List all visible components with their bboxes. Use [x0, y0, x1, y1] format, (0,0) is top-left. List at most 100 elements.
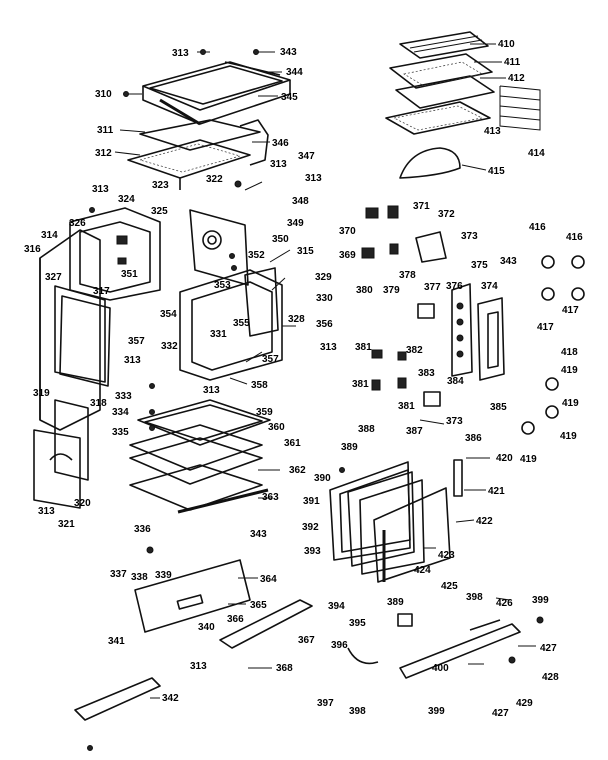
callout: 356	[316, 319, 333, 330]
callout: 360	[268, 422, 285, 433]
callout: 380	[356, 285, 373, 296]
callout: 315	[297, 246, 314, 257]
callout: 382	[406, 345, 423, 356]
drawer-bar	[219, 599, 313, 649]
callout: 349	[287, 218, 304, 229]
callout: 314	[41, 230, 58, 241]
callout: 376	[446, 281, 463, 292]
callout: 388	[358, 424, 375, 435]
callout: 429	[516, 698, 533, 709]
door-glass	[59, 295, 111, 387]
fasteners	[87, 49, 544, 751]
callout: 331	[210, 329, 227, 340]
callout: 427	[540, 643, 557, 654]
callout: 395	[349, 618, 366, 629]
callout: 345	[281, 92, 298, 103]
callout: 312	[95, 148, 112, 159]
callout: 322	[206, 174, 223, 185]
callout: 391	[303, 496, 320, 507]
callout: 326	[69, 218, 86, 229]
callout: 313	[320, 342, 337, 353]
callout: 419	[520, 454, 537, 465]
callout: 377	[424, 282, 441, 293]
callout: 396	[331, 640, 348, 651]
callout: 344	[286, 67, 303, 78]
callout: 333	[115, 391, 132, 402]
callout: 316	[24, 244, 41, 255]
callout: 313	[172, 48, 189, 59]
callout: 323	[152, 180, 169, 191]
callout: 366	[227, 614, 244, 625]
callout: 398	[466, 592, 483, 603]
callout: 428	[542, 672, 559, 683]
callout: 339	[155, 570, 172, 581]
callout: 325	[151, 206, 168, 217]
callout: 337	[110, 569, 127, 580]
callout: 398	[349, 706, 366, 717]
callout: 335	[112, 427, 129, 438]
callout: 355	[233, 318, 250, 329]
callout: 358	[251, 380, 268, 391]
callout: 419	[560, 431, 577, 442]
callout: 368	[276, 663, 293, 674]
callout: 392	[302, 522, 319, 533]
callout: 384	[447, 376, 464, 387]
callout: 351	[121, 269, 138, 280]
door-handle	[453, 459, 463, 497]
callout: 319	[33, 388, 50, 399]
callout: 373	[461, 231, 478, 242]
burner-housing	[69, 207, 161, 301]
leader-lines	[114, 43, 536, 699]
callout: 381	[398, 401, 415, 412]
callout: 416	[529, 222, 546, 233]
callout: 427	[492, 708, 509, 719]
door-inner-panel	[33, 399, 89, 509]
heating-element	[399, 147, 461, 179]
callout: 397	[317, 698, 334, 709]
callout: 365	[250, 600, 267, 611]
callout: 327	[45, 272, 62, 283]
cooktop-top-frame	[142, 61, 291, 126]
callout: 410	[498, 39, 515, 50]
callout: 359	[256, 407, 273, 418]
callout: 313	[38, 506, 55, 517]
callout: 370	[339, 226, 356, 237]
callout: 357	[128, 336, 145, 347]
callout: 420	[496, 453, 513, 464]
callout: 313	[305, 173, 322, 184]
callout: 400	[432, 663, 449, 674]
callout: 352	[248, 250, 265, 261]
callout: 340	[198, 622, 215, 633]
callout: 394	[328, 601, 345, 612]
callout: 374	[481, 281, 498, 292]
callout: 386	[465, 433, 482, 444]
callout: 343	[250, 529, 267, 540]
callout: 313	[124, 355, 141, 366]
drawer-rail	[177, 488, 269, 514]
callout: 313	[190, 661, 207, 672]
wire-rack	[499, 85, 541, 131]
callout: 421	[488, 486, 505, 497]
callout: 341	[108, 636, 125, 647]
callout: 399	[428, 706, 445, 717]
burner-box	[127, 139, 251, 190]
callout: 393	[304, 546, 321, 557]
kick-plate	[74, 677, 161, 721]
callout: 385	[490, 402, 507, 413]
callout: 350	[272, 234, 289, 245]
callout: 320	[74, 498, 91, 509]
callout: 412	[508, 73, 525, 84]
callout: 418	[561, 347, 578, 358]
callout: 372	[438, 209, 455, 220]
broiler-pan	[129, 399, 271, 511]
callout: 313	[270, 159, 287, 170]
callout: 375	[471, 260, 488, 271]
callout: 324	[118, 194, 135, 205]
callout: 357	[262, 354, 279, 365]
callout: 321	[58, 519, 75, 530]
top-grate	[399, 31, 489, 59]
callout: 364	[260, 574, 277, 585]
callout: 318	[90, 398, 107, 409]
callout: 379	[383, 285, 400, 296]
lower-kick-panel	[134, 559, 251, 633]
